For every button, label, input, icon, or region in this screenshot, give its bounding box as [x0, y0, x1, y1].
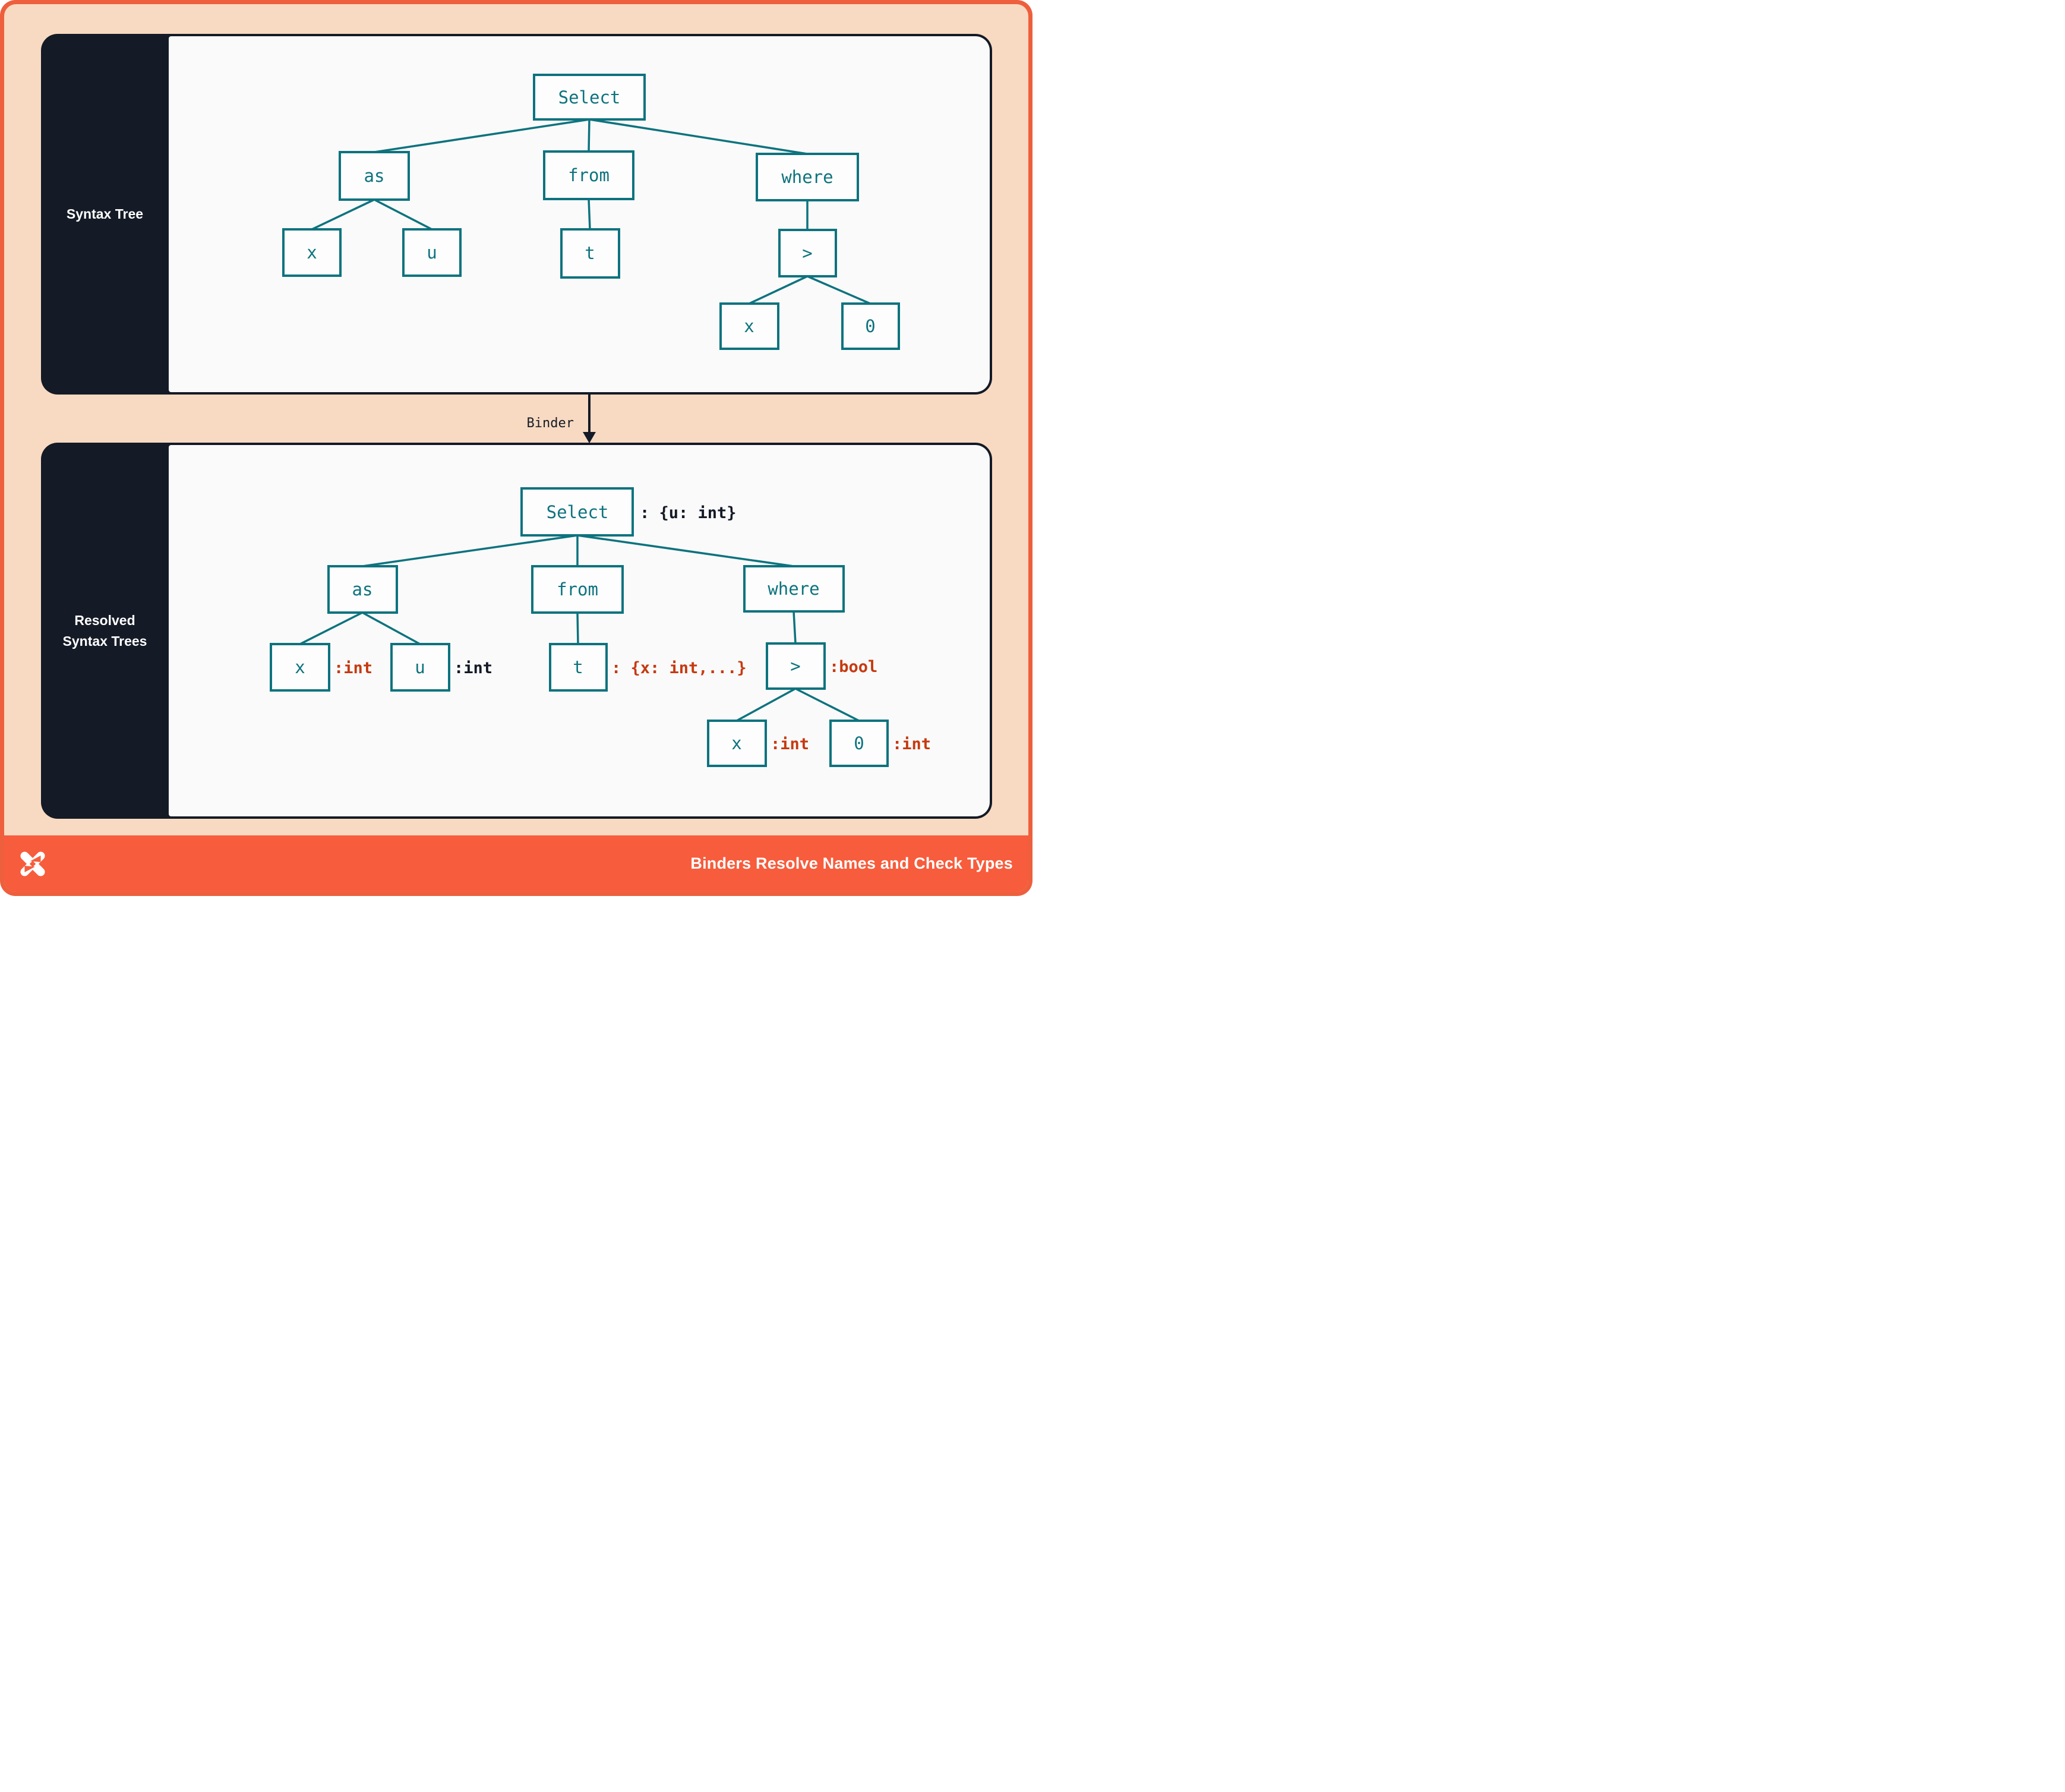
diagram-background: Syntax Tree Resolved Syntax Trees Binder	[4, 4, 1028, 892]
resolved-trees-sidebar: Resolved Syntax Trees	[41, 443, 169, 819]
x-mark-logo-icon	[20, 851, 45, 876]
resolved-trees-label-line2: Syntax Trees	[62, 633, 147, 649]
footer-bar: Binders Resolve Names and Check Types	[4, 835, 1028, 892]
syntax-tree-label: Syntax Tree	[66, 206, 144, 222]
syntax-tree-panel: Syntax Tree	[41, 34, 992, 395]
resolved-trees-content	[169, 445, 990, 816]
resolved-trees-label-line1: Resolved	[74, 613, 135, 628]
syntax-tree-sidebar: Syntax Tree	[41, 34, 169, 395]
syntax-tree-content	[169, 36, 990, 392]
footer-title: Binders Resolve Names and Check Types	[690, 854, 1013, 872]
resolved-trees-label: Resolved Syntax Trees	[63, 610, 147, 651]
diagram-canvas: Syntax Tree Resolved Syntax Trees Binder	[0, 0, 1032, 896]
resolved-trees-panel: Resolved Syntax Trees	[41, 443, 992, 819]
